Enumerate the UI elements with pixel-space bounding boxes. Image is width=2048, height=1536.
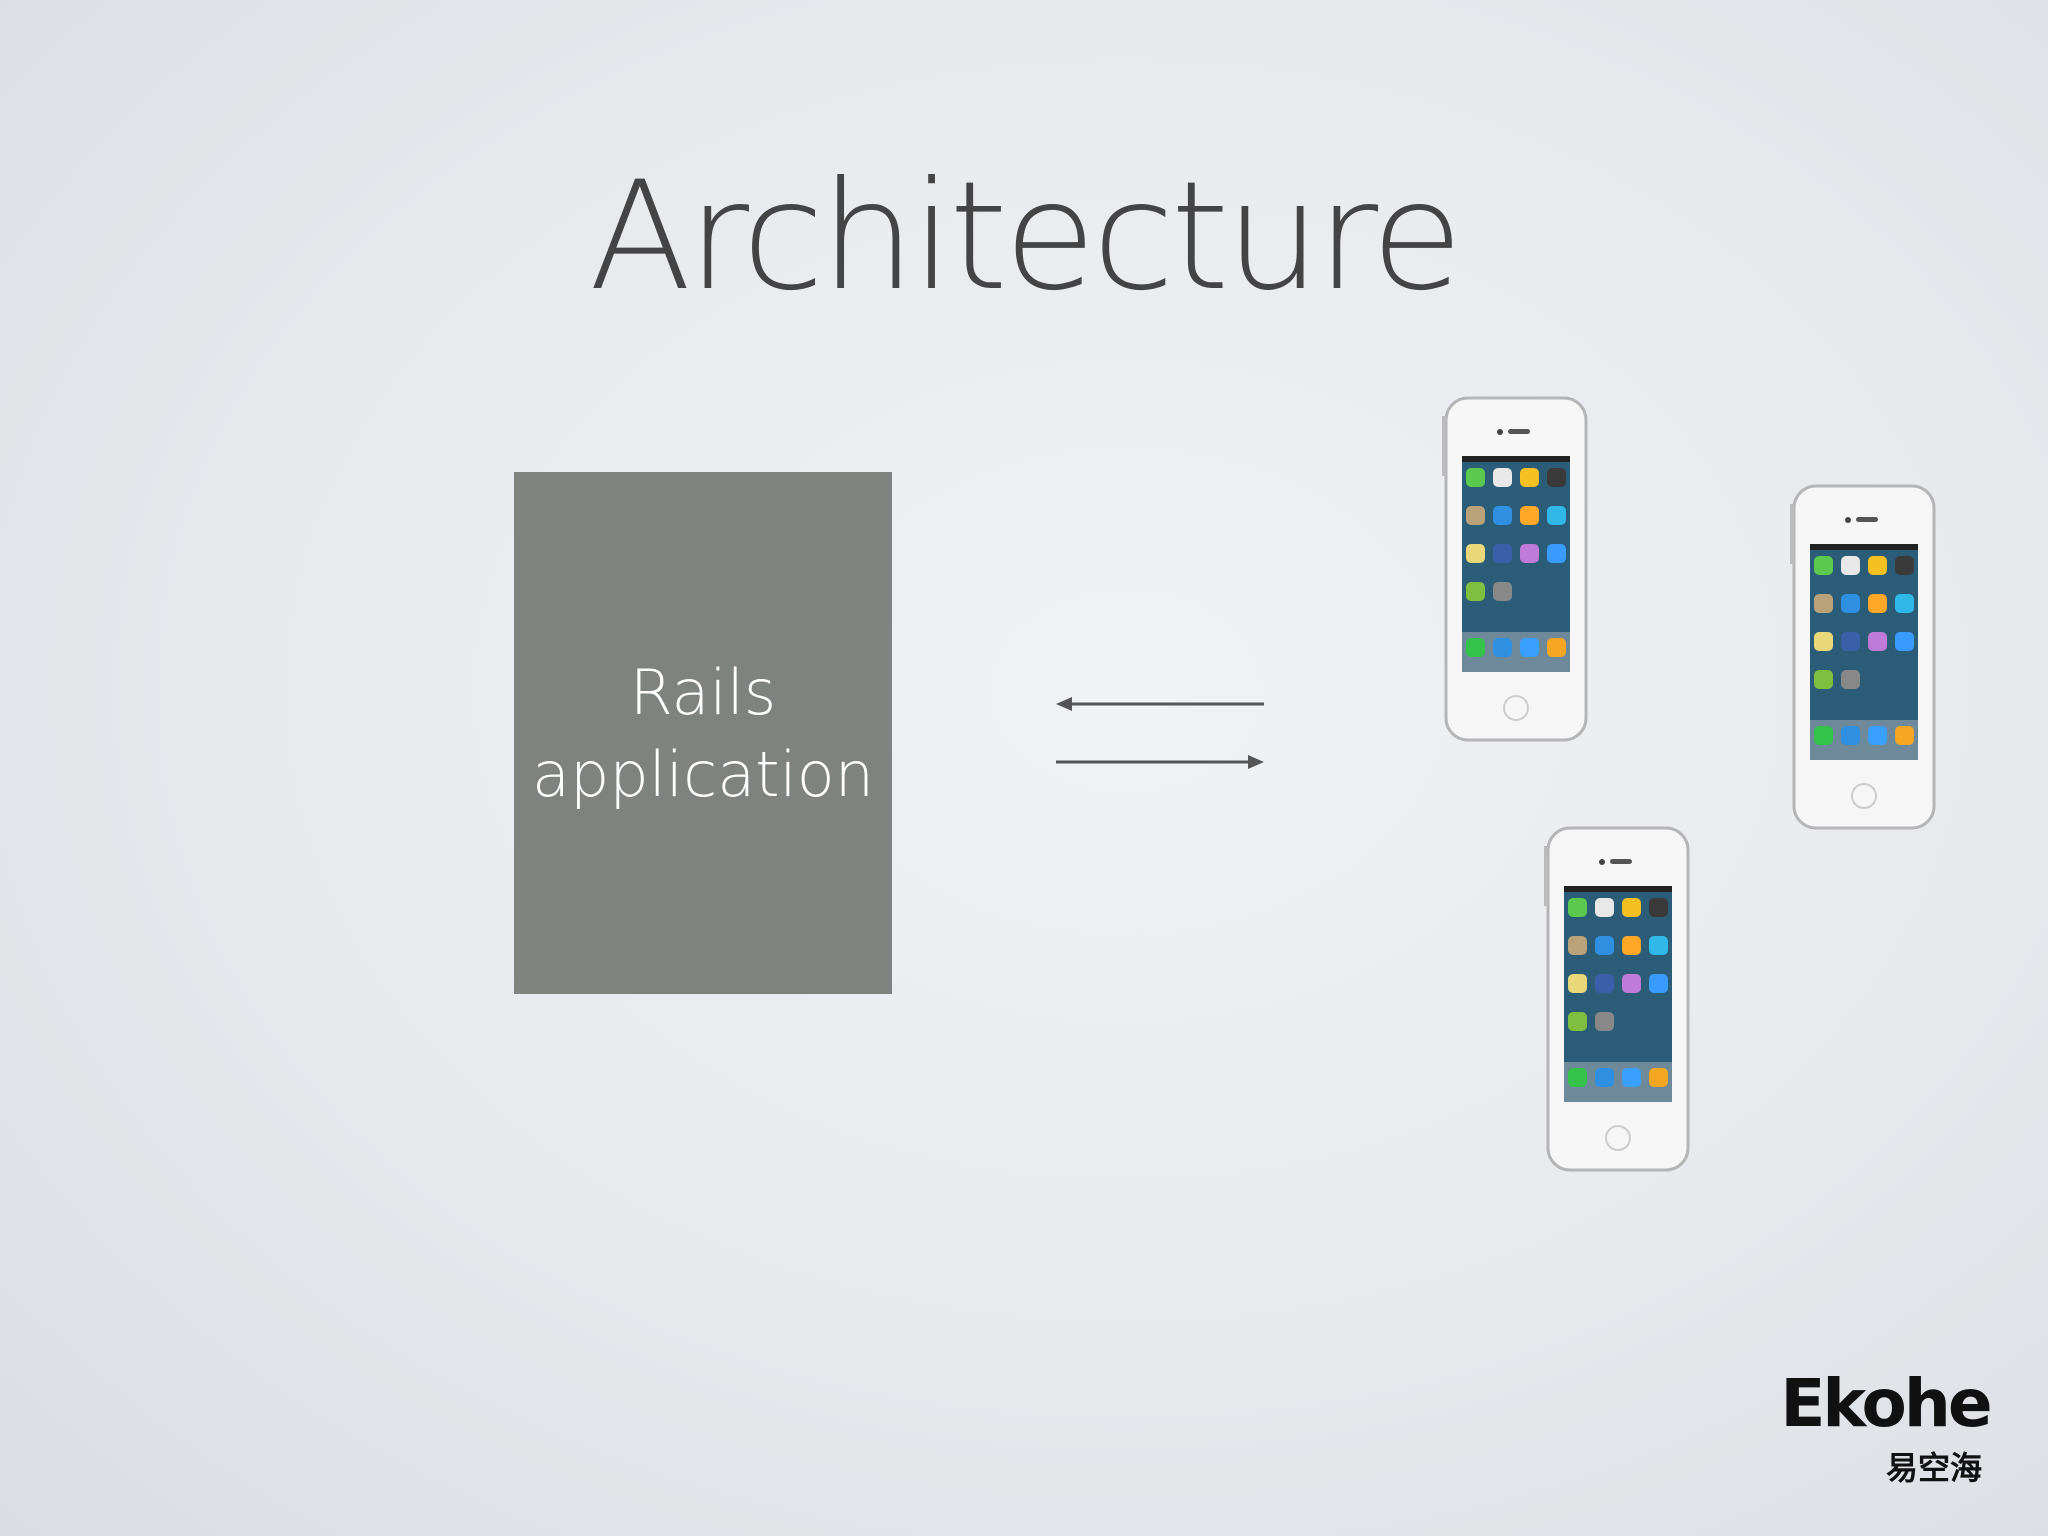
rails-application-label: Rails application	[514, 652, 892, 816]
left-arrow	[1056, 697, 1264, 711]
right-arrow	[1056, 755, 1264, 769]
iphone-icon	[1442, 396, 1590, 742]
slide-title: Architecture	[588, 150, 1463, 324]
iphone-icon	[1790, 484, 1938, 830]
logo-wordmark: Ekohe	[1780, 1365, 1992, 1442]
rails-application-box: Rails application	[514, 472, 892, 994]
box-label-line-1: Rails	[629, 656, 777, 729]
iphone-icon	[1544, 826, 1692, 1172]
logo-chinese-name: 易空海	[1885, 1449, 1982, 1487]
ekohe-logo: Ekohe 易空海	[1780, 1365, 1992, 1487]
request-response-arrows	[1056, 697, 1264, 769]
box-label-line-2: application	[532, 738, 874, 811]
